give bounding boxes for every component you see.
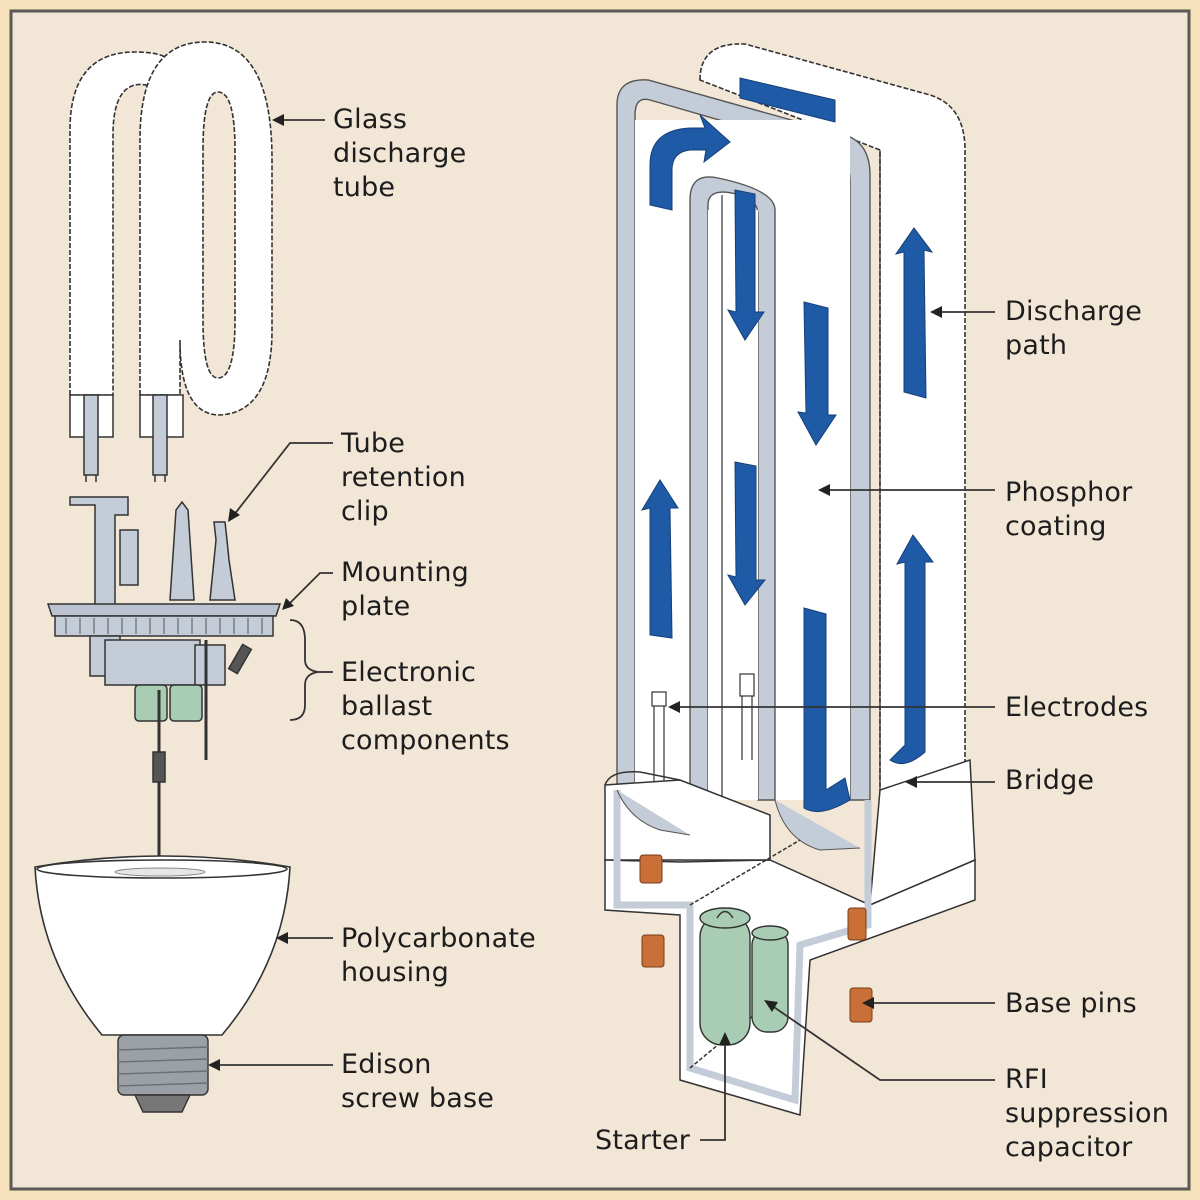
arrow-down-inner	[726, 189, 765, 341]
arrowhead-rfi	[764, 1000, 778, 1012]
arrowhead-electrodes	[668, 701, 680, 713]
left-leader-lines	[212, 119, 333, 1066]
arrowhead-starter	[719, 1032, 731, 1045]
label-glass-discharge-tube: Glass discharge tube	[333, 104, 467, 203]
label-phosphor-coating: Phosphor coating	[1005, 477, 1133, 542]
label-tube-retention-clip: Tube retention clip	[341, 428, 466, 527]
label-polycarbonate-housing: Polycarbonate housing	[341, 923, 536, 988]
arrowhead-clip	[228, 508, 240, 522]
arrowhead-phosphor	[818, 484, 830, 496]
polycarbonate-housing	[34, 855, 291, 1036]
label-bridge: Bridge	[1005, 765, 1095, 796]
capacitor-body	[751, 929, 789, 1033]
starter-capacitor-components	[699, 907, 789, 1046]
arrow-down-center	[726, 461, 767, 606]
lamp-back-envelope	[699, 43, 966, 791]
edison-screw-base	[117, 1034, 209, 1113]
tube-stems	[69, 394, 184, 482]
label-starter: Starter	[595, 1125, 691, 1156]
label-discharge-path: Discharge path	[1005, 296, 1143, 361]
label-mounting-plate: Mounting plate	[341, 557, 469, 622]
arrow-up-right	[894, 227, 934, 399]
arrowhead-housing	[276, 932, 288, 944]
label-electronic-ballast: Electronic ballast components	[341, 657, 510, 756]
left-arrowheads	[208, 114, 294, 1071]
label-electrodes: Electrodes	[1005, 692, 1149, 723]
arrow-bottom-u	[803, 607, 851, 813]
discharge-path-arrows	[640, 77, 934, 813]
arrowhead-plate	[282, 598, 294, 610]
arrow-down-mid	[797, 301, 837, 446]
label-base-pins: Base pins	[1005, 988, 1137, 1019]
starter-body	[699, 914, 751, 1046]
label-rfi-suppression-capacitor: RFI suppression capacitor	[1005, 1064, 1170, 1163]
arrowhead-discharge	[930, 306, 942, 318]
label-edison-screw-base: Edison screw base	[341, 1049, 495, 1114]
arrow-up-left	[640, 479, 679, 639]
right-arrowheads	[668, 306, 942, 1045]
arrowhead-glass	[272, 114, 284, 126]
arrow-top-back	[739, 77, 836, 123]
right-leader-lines	[674, 311, 995, 1141]
mounting-plate-assembly	[46, 496, 282, 860]
arrowhead-base	[208, 1059, 220, 1071]
base-pins	[639, 854, 873, 1023]
arrowhead-bridge	[905, 776, 917, 788]
arrowhead-pins	[862, 997, 874, 1009]
arrow-curve-top	[649, 114, 731, 211]
glass-discharge-tube	[69, 41, 273, 416]
